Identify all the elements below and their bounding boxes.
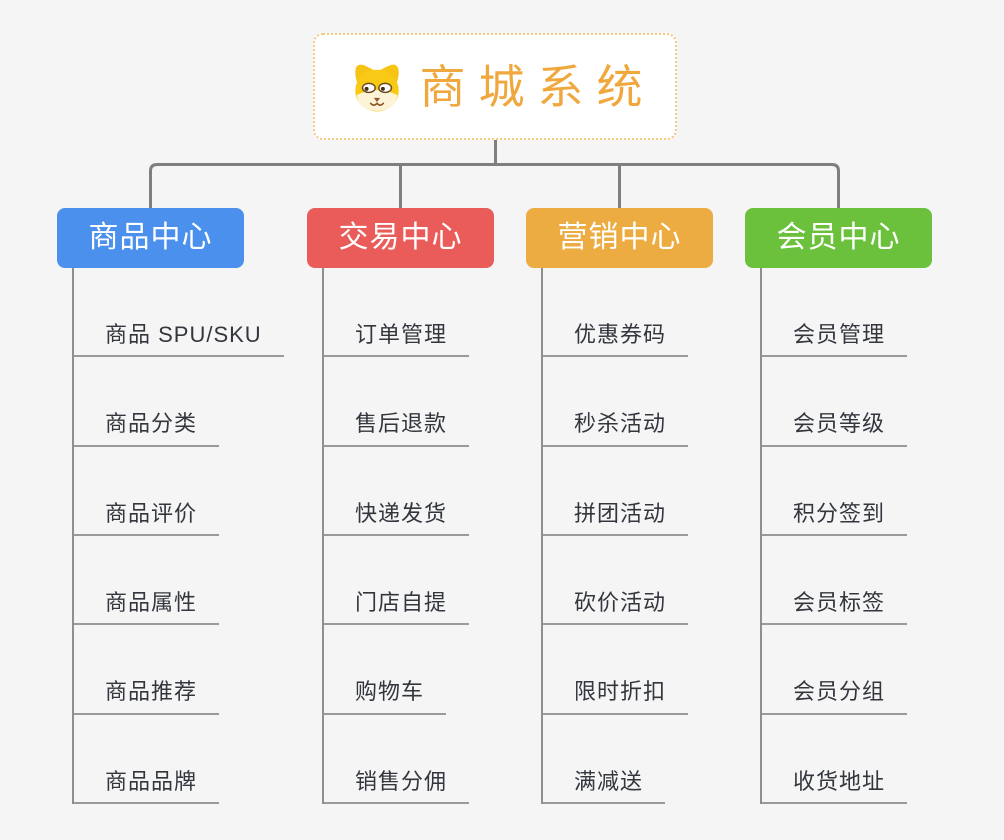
- subtopic-label[interactable]: 订单管理: [322, 322, 470, 358]
- subtopic-label[interactable]: 商品属性: [72, 590, 220, 626]
- subtopic-label[interactable]: 售后退款: [322, 411, 470, 447]
- subtopic-row: 商品 SPU/SKU: [72, 268, 284, 358]
- subtopic-row: 销售分佣: [322, 715, 470, 804]
- root-node[interactable]: 商城系统: [313, 33, 677, 140]
- subtopic-label[interactable]: 拼团活动: [541, 501, 689, 536]
- subtopic-label[interactable]: 会员管理: [760, 322, 908, 358]
- subtopic-row: 会员标签: [760, 536, 908, 626]
- subtopic-label[interactable]: 积分签到: [760, 501, 908, 536]
- subtopic-row: 快递发货: [322, 447, 470, 536]
- subtopic-label[interactable]: 砍价活动: [541, 590, 689, 626]
- subtopic-label[interactable]: 会员等级: [760, 411, 908, 447]
- branch-label: 会员中心: [776, 221, 901, 254]
- branch-node-marketing-center[interactable]: 营销中心: [526, 208, 713, 268]
- subtopic-label[interactable]: 限时折扣: [541, 679, 689, 715]
- subtopic-label[interactable]: 商品分类: [72, 411, 220, 447]
- subtopic-row: 售后退款: [322, 357, 470, 447]
- subtopic-row: 会员等级: [760, 357, 908, 447]
- branch-items-marketing-center: 优惠券码 秒杀活动 拼团活动 砍价活动 限时折扣 满减送: [541, 268, 689, 804]
- subtopic-row: 会员管理: [760, 268, 908, 358]
- branch-label: 商品中心: [88, 221, 213, 254]
- subtopic-label[interactable]: 购物车: [322, 679, 447, 715]
- subtopic-label[interactable]: 商品评价: [72, 501, 220, 536]
- branch-items-member-center: 会员管理 会员等级 积分签到 会员标签 会员分组 收货地址: [760, 268, 908, 804]
- branch-items-product-center: 商品 SPU/SKU 商品分类 商品评价 商品属性 商品推荐 商品品牌: [72, 268, 284, 804]
- subtopic-label[interactable]: 会员标签: [760, 590, 908, 626]
- branch-node-product-center[interactable]: 商品中心: [57, 208, 244, 268]
- subtopic-row: 商品属性: [72, 536, 284, 626]
- subtopic-label[interactable]: 销售分佣: [322, 769, 470, 804]
- subtopic-label[interactable]: 优惠券码: [541, 322, 689, 358]
- subtopic-row: 砍价活动: [541, 536, 689, 626]
- subtopic-row: 订单管理: [322, 268, 470, 358]
- subtopic-row: 商品品牌: [72, 715, 284, 804]
- subtopic-row: 收货地址: [760, 715, 908, 804]
- subtopic-row: 积分签到: [760, 447, 908, 536]
- branch-node-trade-center[interactable]: 交易中心: [307, 208, 494, 268]
- subtopic-label[interactable]: 商品 SPU/SKU: [72, 322, 284, 358]
- subtopic-label[interactable]: 快递发货: [322, 501, 470, 536]
- subtopic-label[interactable]: 会员分组: [760, 679, 908, 715]
- subtopic-row: 商品评价: [72, 447, 284, 536]
- subtopic-label[interactable]: 商品品牌: [72, 769, 220, 804]
- subtopic-row: 限时折扣: [541, 625, 689, 715]
- subtopic-row: 会员分组: [760, 625, 908, 715]
- subtopic-label[interactable]: 收货地址: [760, 769, 908, 804]
- subtopic-row: 拼团活动: [541, 447, 689, 536]
- dog-icon: [354, 64, 399, 111]
- root-title-label: 商城系统: [419, 60, 656, 113]
- subtopic-row: 秒杀活动: [541, 357, 689, 447]
- subtopic-label[interactable]: 商品推荐: [72, 679, 220, 715]
- subtopic-row: 优惠券码: [541, 268, 689, 358]
- subtopic-row: 购物车: [322, 625, 469, 715]
- branch-label: 营销中心: [557, 221, 682, 254]
- subtopic-label[interactable]: 满减送: [541, 769, 666, 804]
- subtopic-row: 门店自提: [322, 536, 470, 626]
- branch-node-member-center[interactable]: 会员中心: [745, 208, 932, 268]
- subtopic-label[interactable]: 门店自提: [322, 590, 470, 626]
- subtopic-row: 商品分类: [72, 357, 284, 447]
- subtopic-row: 商品推荐: [72, 625, 284, 715]
- branch-items-trade-center: 订单管理 售后退款 快递发货 门店自提 购物车 销售分佣: [322, 268, 470, 804]
- crossbar-line: [149, 163, 840, 209]
- subtopic-label[interactable]: 秒杀活动: [541, 411, 689, 447]
- branch-label: 交易中心: [338, 221, 463, 254]
- subtopic-row: 满减送: [541, 715, 688, 804]
